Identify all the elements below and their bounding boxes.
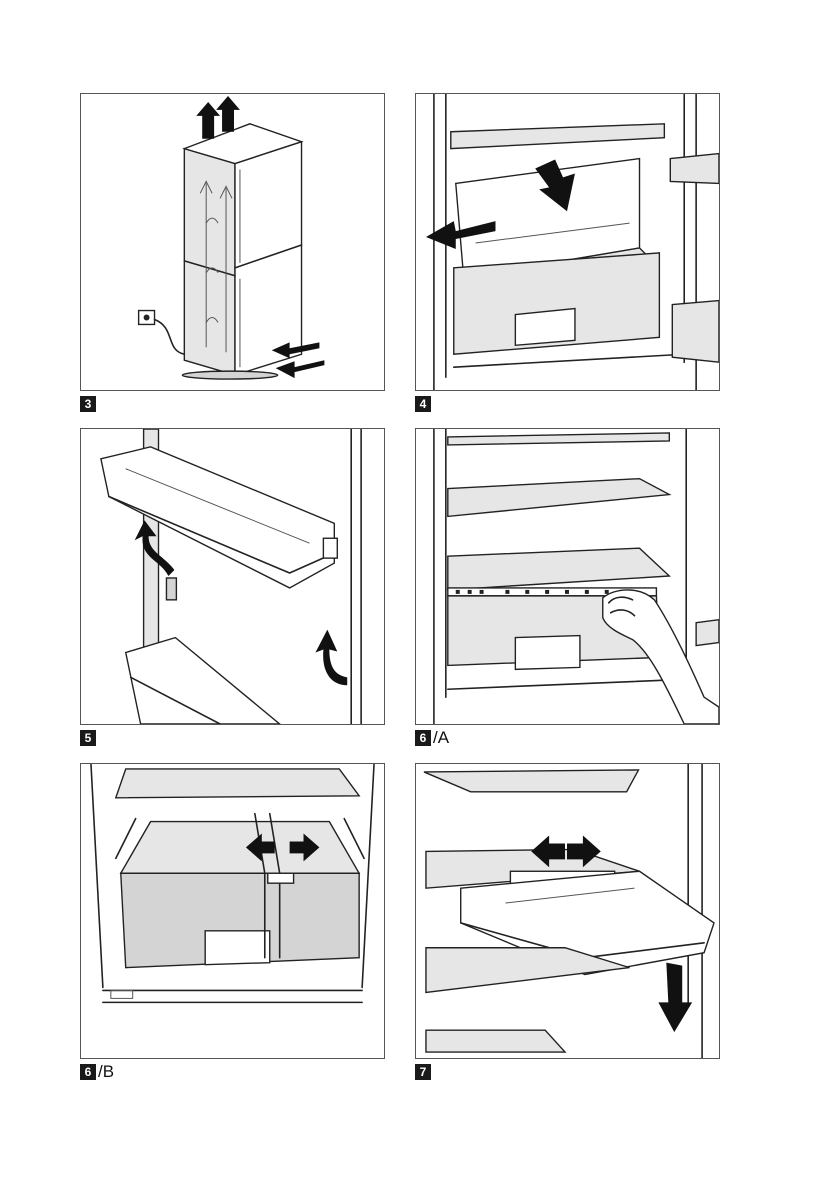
- figure-7-caption: 7: [415, 1063, 433, 1081]
- figure-number: 6: [415, 730, 431, 746]
- figure-3-panel: [80, 93, 385, 391]
- power-plug-icon: [139, 311, 185, 355]
- glass-shelf: [424, 770, 639, 792]
- figure-suffix: /B: [98, 1064, 114, 1080]
- drawer-lid: [448, 548, 669, 590]
- glass-shelf: [451, 124, 665, 149]
- figure-6a-caption: 6 /A: [415, 729, 449, 747]
- figure-number: 5: [80, 730, 96, 746]
- drawer-divider-illustration: [81, 764, 384, 1058]
- figure-6a-panel: [415, 428, 720, 725]
- lower-door-shelf: [126, 638, 280, 724]
- figure-5-panel: [80, 428, 385, 725]
- figure-number: 6: [80, 1064, 96, 1080]
- fridge-front: [235, 142, 302, 375]
- figure-4-caption: 4: [415, 395, 433, 413]
- fridge-side: [184, 149, 235, 375]
- drawer-lid-pull-illustration: [416, 429, 719, 724]
- figure-5-caption: 5: [80, 729, 98, 747]
- figure-7-panel: [415, 763, 720, 1059]
- figure-6b-caption: 6 /B: [80, 1063, 114, 1081]
- figure-number: 3: [80, 396, 96, 412]
- drawer-removal-illustration: [416, 94, 719, 390]
- figure-6b-panel: [80, 763, 385, 1059]
- figure-4-panel: [415, 93, 720, 391]
- arrow-icon: [315, 630, 347, 686]
- door-shelf-removal-illustration: [81, 429, 384, 724]
- figure-number: 7: [415, 1064, 431, 1080]
- fridge-airflow-illustration: [81, 94, 384, 390]
- arrow-icon: [658, 963, 692, 1033]
- figure-number: 4: [415, 396, 431, 412]
- glass-shelf: [448, 479, 669, 517]
- shelf-tray-removal-illustration: [416, 764, 719, 1058]
- glass-shelf: [116, 769, 359, 798]
- figure-3-caption: 3: [80, 395, 98, 413]
- door-shelf: [101, 447, 334, 588]
- figure-suffix: /A: [433, 730, 449, 746]
